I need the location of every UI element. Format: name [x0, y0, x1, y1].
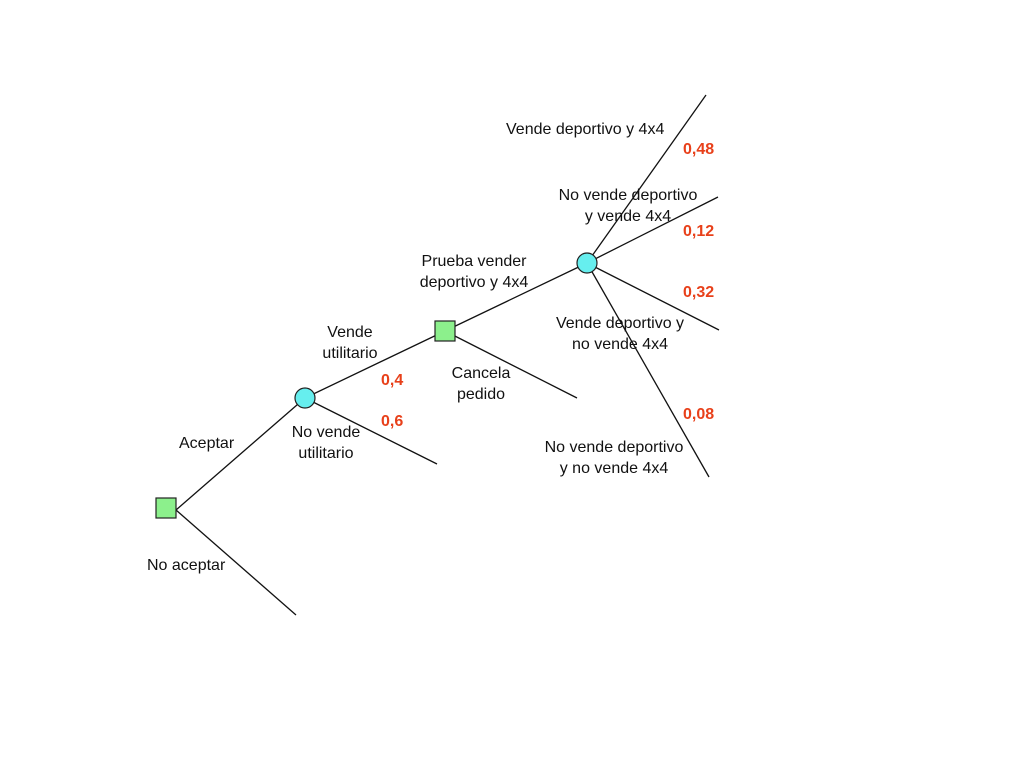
chance-node-utilitario — [294, 387, 316, 409]
branch-no-aceptar — [175, 509, 297, 616]
label-vende-dep-y-no-vende-4x4-line1: Vende deportivo y — [555, 315, 685, 332]
label-vende-dep-y-no-vende-4x4-line2: no vende 4x4 — [571, 336, 669, 353]
label-vende-utilitario-line1: Vende — [327, 324, 373, 341]
label-no-vende-dep-y-vende-4x4-line2: y vende 4x4 — [584, 208, 672, 225]
branch-no-vende-utilitario — [304, 397, 438, 465]
label-no-vende-utilitario-line2: utilitario — [298, 445, 354, 462]
prob-no-vende-utilitario: 0,6 — [381, 413, 404, 430]
label-prueba-vender-line2: deportivo y 4x4 — [419, 274, 529, 291]
label-vende-dep-y-4x4-text: Vende deportivo y 4x4 — [506, 121, 665, 138]
prob-vende-dep-y-no-vende-4x4: 0,32 — [683, 284, 715, 301]
label-no-vende-dep-y-vende-4x4-line1: No vende deportivo — [558, 187, 698, 204]
branch-prueba-vender — [444, 262, 588, 332]
label-aceptar-text: Aceptar — [179, 435, 235, 452]
label-cancela-pedido-line2: pedido — [456, 386, 506, 403]
prob-no-vende-dep-y-vende-4x4: 0,12 — [683, 223, 715, 240]
branch-aceptar — [175, 397, 306, 511]
label-aceptar: Aceptar — [179, 433, 234, 454]
branch-vende-utilitario — [304, 330, 446, 399]
label-prueba-vender: Prueba vender deportivo y 4x4 — [404, 251, 544, 293]
label-no-aceptar: No aceptar — [147, 555, 225, 576]
label-vende-utilitario-line2: utilitario — [322, 345, 378, 362]
chance-node-deportivo-4x4 — [576, 252, 598, 274]
label-no-vende-dep-no-vende-4x4: No vende deportivo y no vende 4x4 — [534, 437, 694, 479]
label-no-vende-utilitario-line1: No vende — [291, 424, 361, 441]
branch-cancela-pedido — [444, 330, 578, 399]
branch-vende-dep-y-no-vende-4x4 — [586, 262, 720, 331]
branch-vende-dep-y-4x4 — [586, 94, 707, 264]
label-prueba-vender-line1: Prueba vender — [421, 253, 527, 270]
label-vende-dep-y-4x4: Vende deportivo y 4x4 — [506, 119, 664, 140]
label-cancela-pedido-line1: Cancela — [451, 365, 511, 382]
label-no-vende-dep-y-vende-4x4: No vende deportivo y vende 4x4 — [548, 185, 708, 227]
label-cancela-pedido: Cancela pedido — [441, 363, 521, 405]
label-no-vende-dep-no-vende-4x4-line2: y no vende 4x4 — [559, 460, 669, 477]
branch-no-vende-dep-no-vende-4x4 — [586, 262, 710, 478]
prob-vende-utilitario: 0,4 — [381, 372, 404, 389]
decision-node-root — [155, 497, 177, 519]
prob-vende-dep-y-4x4: 0,48 — [683, 141, 715, 158]
label-no-aceptar-text: No aceptar — [147, 557, 226, 574]
label-vende-dep-y-no-vende-4x4: Vende deportivo y no vende 4x4 — [540, 313, 700, 355]
label-vende-utilitario: Vende utilitario — [310, 322, 390, 364]
branch-no-vende-dep-y-vende-4x4 — [586, 196, 719, 264]
prob-no-vende-dep-no-vende-4x4: 0,08 — [683, 406, 715, 423]
label-no-vende-dep-no-vende-4x4-line1: No vende deportivo — [544, 439, 684, 456]
decision-node-prueba — [434, 320, 456, 342]
label-no-vende-utilitario: No vende utilitario — [286, 422, 366, 464]
